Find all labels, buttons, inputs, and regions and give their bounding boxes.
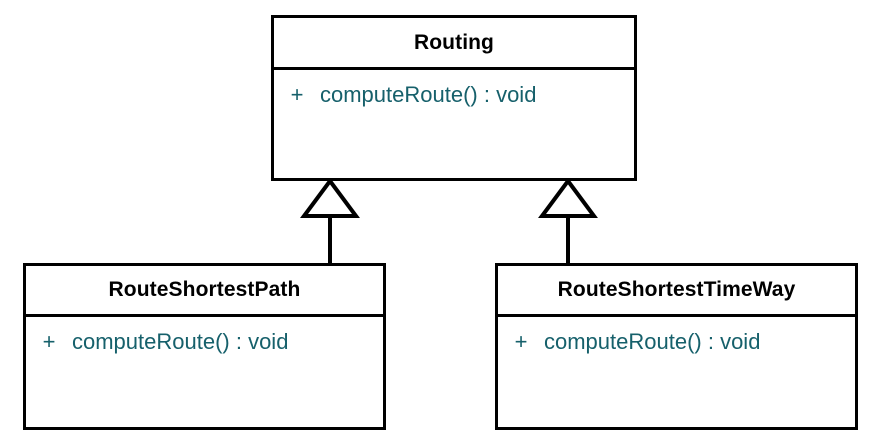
visibility-marker: +	[290, 82, 304, 107]
hollow-triangle-icon-right	[538, 177, 598, 218]
uml-operations-compartment-route-shortest-path: + computeRoute() : void	[26, 317, 383, 427]
uml-class-name-route-shortest-path: RouteShortestPath	[26, 266, 383, 317]
visibility-marker: +	[514, 329, 528, 354]
uml-operation-row: + computeRoute() : void	[26, 327, 383, 357]
operation-signature: computeRoute() : void	[72, 329, 289, 354]
uml-operation-row: + computeRoute() : void	[274, 80, 634, 110]
uml-operations-compartment-route-shortest-time-way: + computeRoute() : void	[498, 317, 855, 427]
uml-class-name-routing: Routing	[274, 18, 634, 70]
uml-operation-row: + computeRoute() : void	[498, 327, 855, 357]
uml-class-name-route-shortest-time-way: RouteShortestTimeWay	[498, 266, 855, 317]
uml-operations-compartment-routing: + computeRoute() : void	[274, 70, 634, 178]
operation-signature: computeRoute() : void	[544, 329, 761, 354]
operation-signature: computeRoute() : void	[320, 82, 537, 107]
uml-class-route-shortest-path[interactable]: RouteShortestPath + computeRoute() : voi…	[23, 263, 386, 430]
visibility-marker: +	[42, 329, 56, 354]
generalization-arrow-route-shortest-time-way	[538, 177, 598, 263]
generalization-arrow-route-shortest-path	[300, 177, 360, 263]
uml-class-route-shortest-time-way[interactable]: RouteShortestTimeWay + computeRoute() : …	[495, 263, 858, 430]
hollow-triangle-icon-left	[300, 177, 360, 218]
uml-class-routing[interactable]: Routing + computeRoute() : void	[271, 15, 637, 181]
